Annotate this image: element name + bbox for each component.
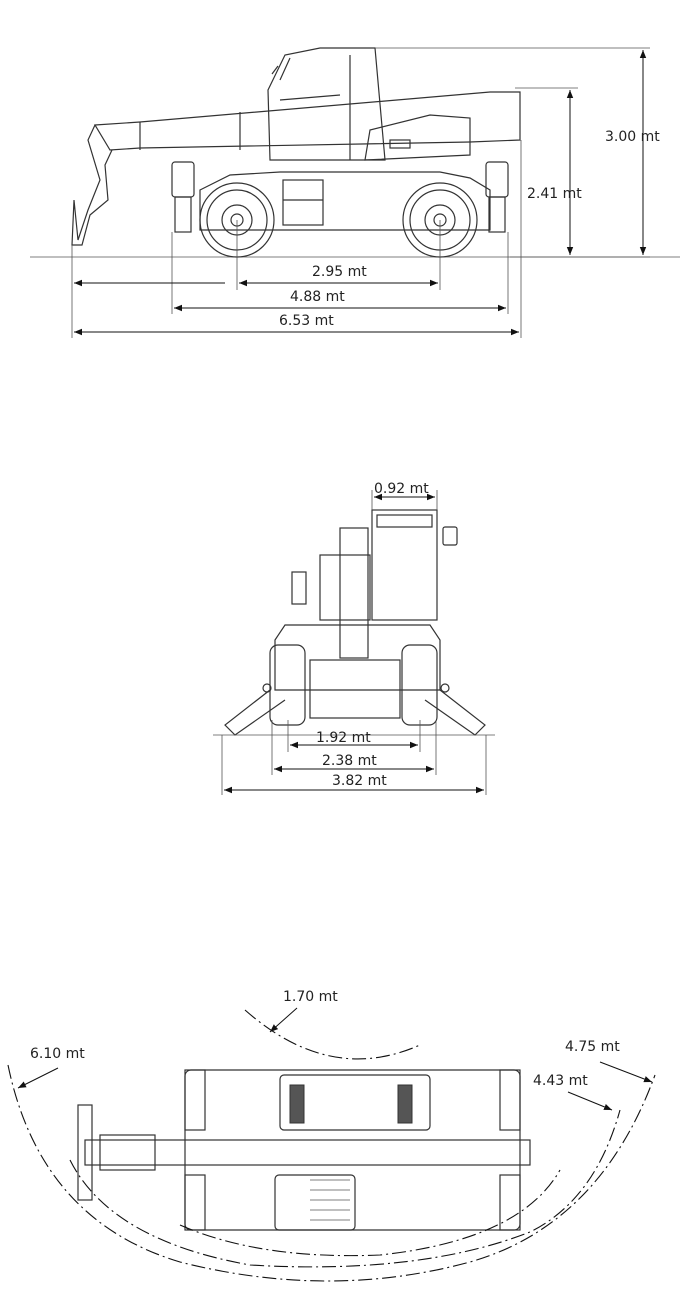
label-cab-height: 2.41 mt <box>527 186 582 202</box>
boom-top <box>84 1139 531 1166</box>
label-outrigger-length: 4.88 mt <box>290 289 345 305</box>
label-inner-radius: 1.70 mt <box>283 989 338 1005</box>
label-wheelbase: 2.95 mt <box>312 264 367 280</box>
label-outer-radius: 4.75 mt <box>565 1039 620 1055</box>
front-view: 0.92 mt 1.92 mt 2.38 mt 3.82 mt <box>213 481 495 795</box>
front-machine-drawing <box>224 509 486 736</box>
top-machine-drawing <box>77 1069 531 1231</box>
label-overall-width: 2.38 mt <box>322 753 377 769</box>
side-view: 3.00 mt 2.41 mt 2.95 mt 4.88 mt 6.53 mt <box>30 47 680 338</box>
arc-inner-radius <box>244 1009 421 1060</box>
label-rear-radius: 4.43 mt <box>533 1073 588 1089</box>
label-outrigger-width: 3.82 mt <box>332 773 387 789</box>
label-overall-height: 3.00 mt <box>605 129 660 145</box>
side-machine-drawing <box>71 47 521 258</box>
label-cab-width: 0.92 mt <box>374 481 429 497</box>
arc-outer-radius <box>7 1064 656 1282</box>
label-track-width: 1.92 mt <box>316 730 371 746</box>
top-view: 1.70 mt 6.10 mt 4.75 mt 4.43 mt <box>7 989 656 1282</box>
label-overall-length: 6.53 mt <box>279 313 334 329</box>
arc-rear-radius <box>69 1109 621 1268</box>
label-boom-radius: 6.10 mt <box>30 1046 85 1062</box>
